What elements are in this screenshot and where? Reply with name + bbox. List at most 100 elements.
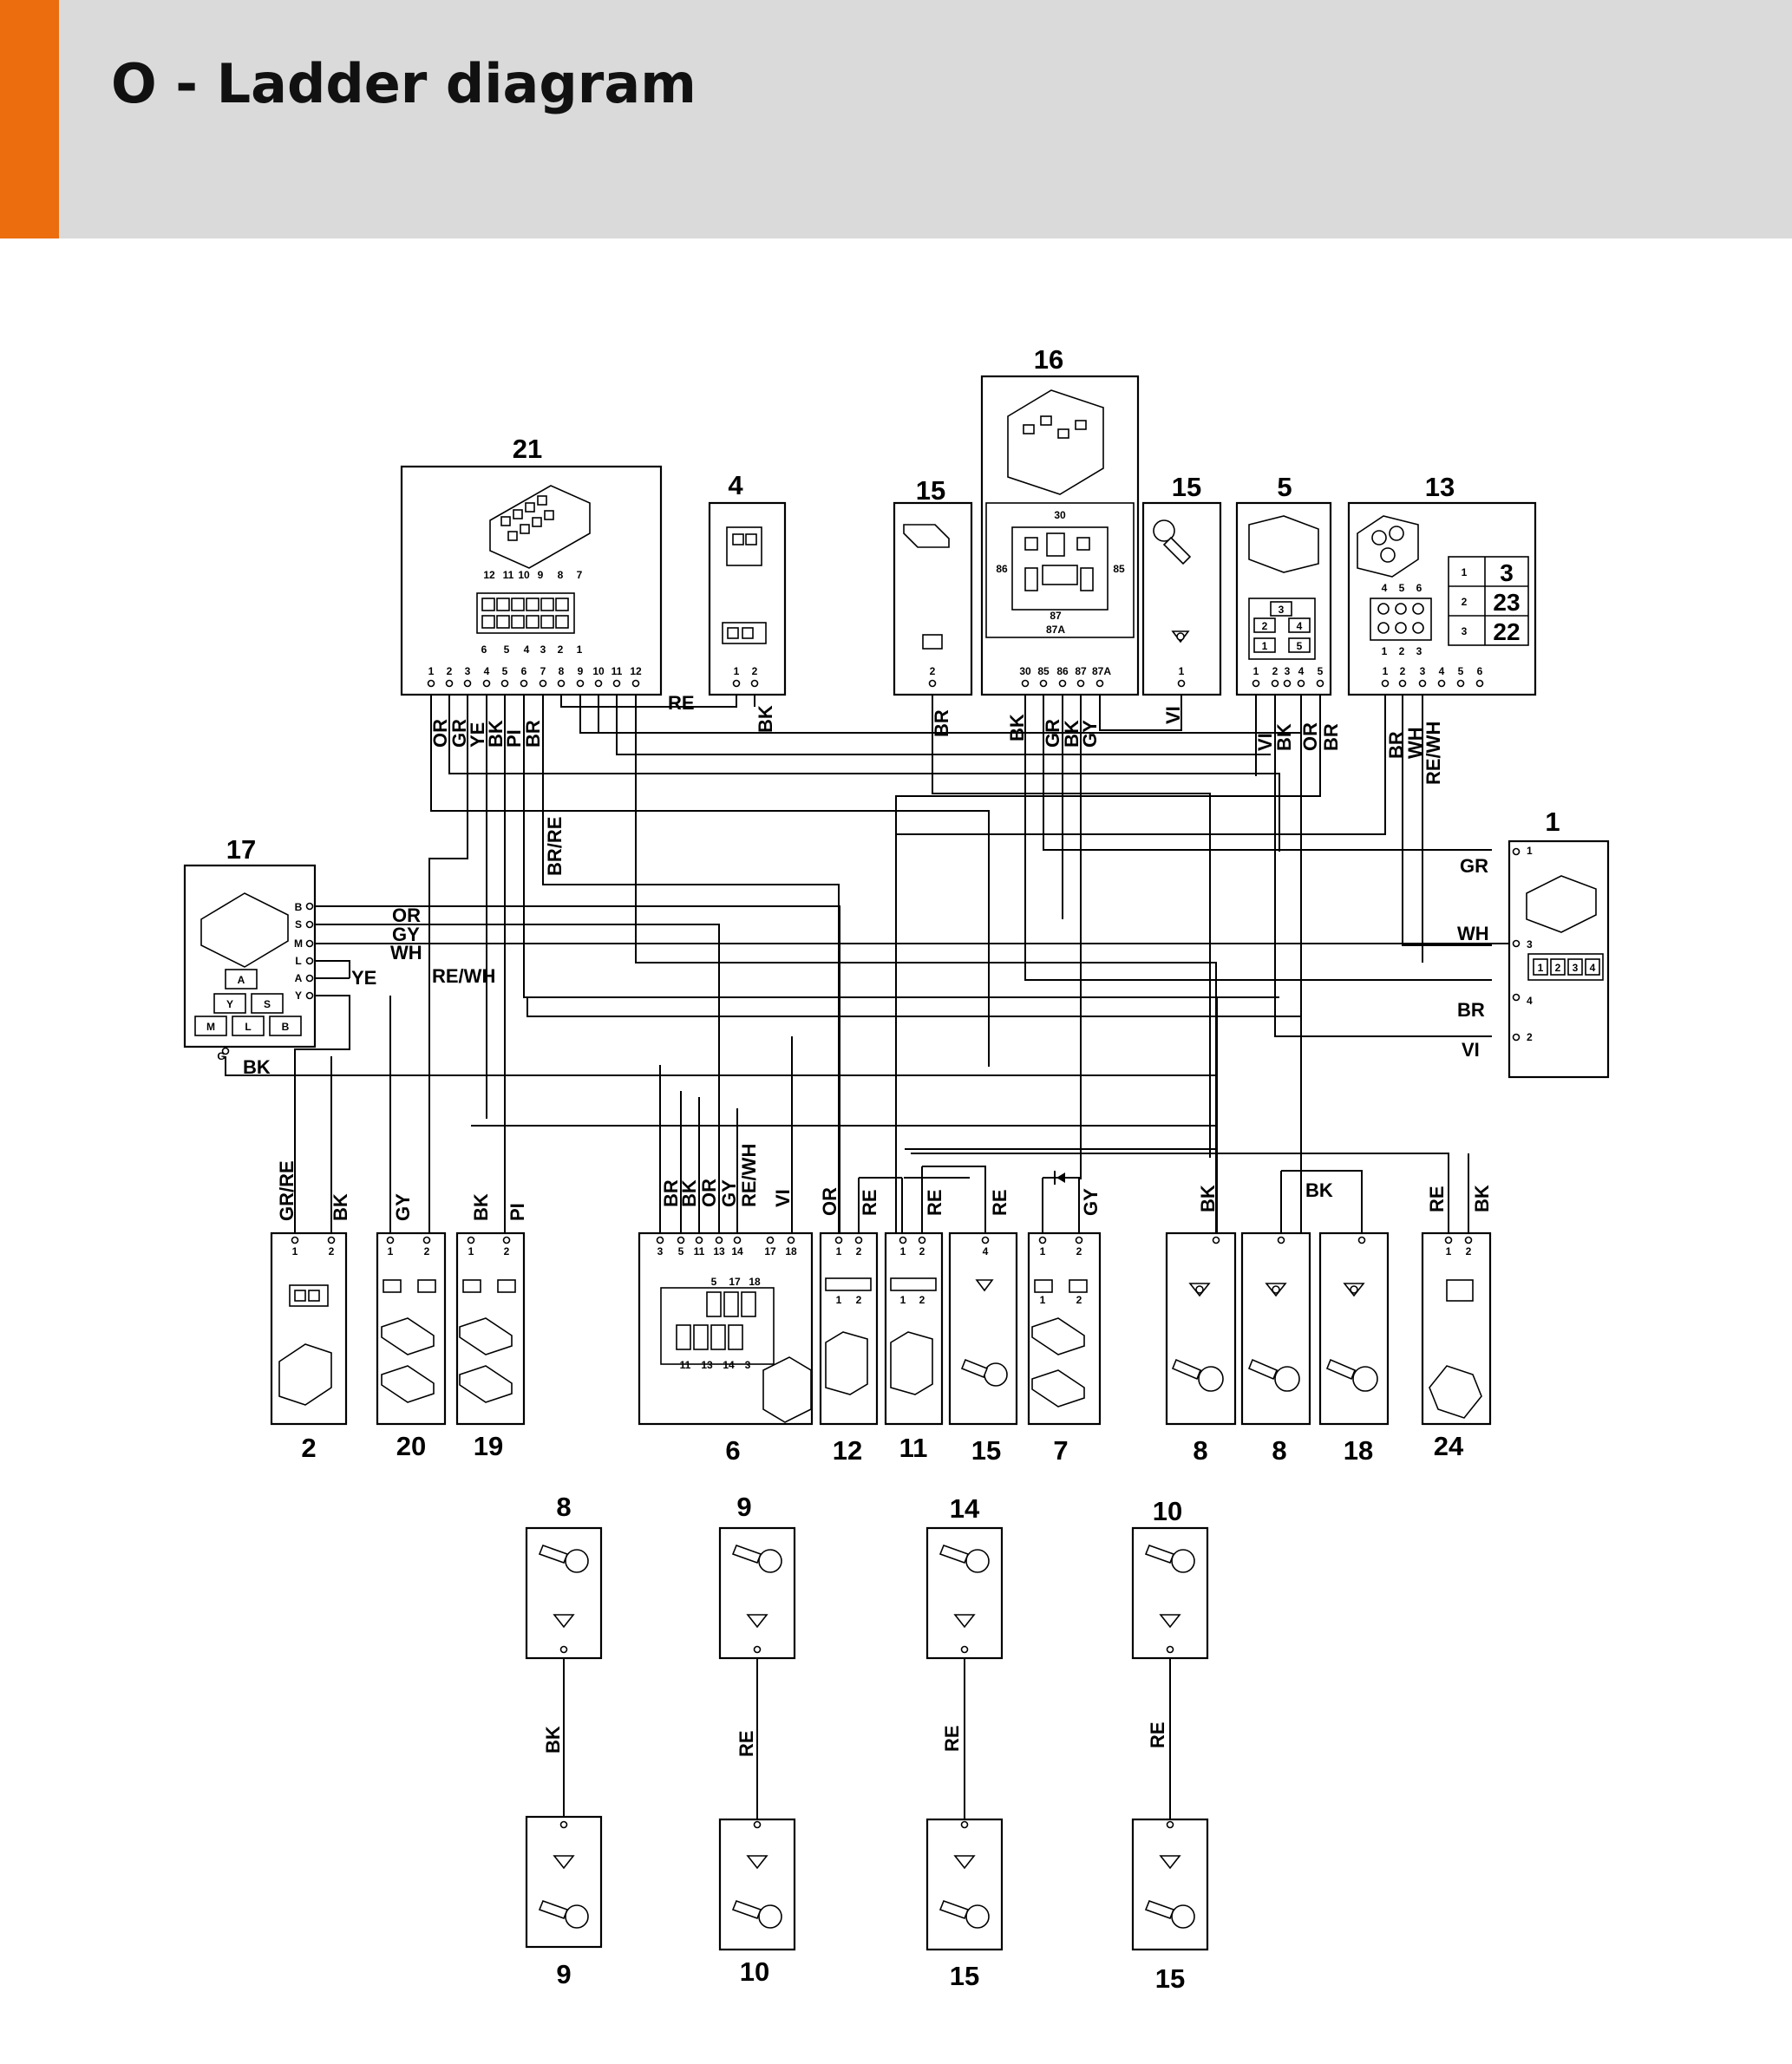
svg-text:2: 2 — [930, 665, 936, 677]
svg-text:15: 15 — [1155, 1963, 1185, 1994]
svg-text:BK: BK — [1006, 714, 1028, 741]
svg-text:WH: WH — [1404, 727, 1426, 759]
svg-text:11: 11 — [694, 1245, 705, 1257]
svg-text:GY: GY — [1079, 720, 1101, 748]
svg-text:S: S — [264, 998, 271, 1010]
svg-text:15: 15 — [1172, 472, 1201, 502]
ground-pair-14-15: 14 15 — [925, 1493, 1004, 1991]
svg-text:86: 86 — [996, 563, 1008, 575]
svg-text:18: 18 — [749, 1276, 761, 1288]
svg-text:5: 5 — [504, 643, 510, 656]
svg-text:RE/WH: RE/WH — [432, 965, 495, 987]
svg-text:85: 85 — [1037, 665, 1050, 677]
component-label: 21 — [513, 434, 542, 464]
svg-text:A: A — [238, 974, 245, 986]
svg-text:GY: GY — [392, 1193, 414, 1221]
component-2: 2 1 2 — [270, 1231, 348, 1463]
connector-icon — [726, 526, 762, 566]
svg-text:BK: BK — [330, 1193, 351, 1221]
svg-text:OR: OR — [392, 905, 421, 926]
svg-text:Y: Y — [226, 998, 233, 1010]
svg-text:2: 2 — [919, 1245, 925, 1257]
svg-text:PI: PI — [503, 729, 525, 748]
wire-labels: OR GR YE BK PI BR BR/RE RE BK BR BK GR B… — [243, 692, 1493, 1757]
svg-text:87: 87 — [1050, 610, 1062, 622]
svg-text:22: 22 — [1493, 618, 1520, 645]
svg-text:4: 4 — [524, 643, 530, 656]
svg-text:OR: OR — [819, 1187, 840, 1216]
svg-text:BK: BK — [243, 1056, 271, 1078]
svg-text:6: 6 — [725, 1435, 740, 1466]
svg-text:1: 1 — [1382, 645, 1388, 657]
svg-text:23: 23 — [1493, 589, 1520, 616]
svg-text:GY: GY — [1080, 1188, 1102, 1216]
svg-text:4: 4 — [1439, 665, 1445, 677]
svg-text:YE: YE — [351, 967, 376, 989]
wiring — [225, 676, 1512, 1825]
svg-text:7: 7 — [577, 569, 583, 581]
svg-text:GR: GR — [1042, 719, 1063, 748]
svg-text:16: 16 — [1034, 344, 1063, 375]
component-15-ring: 15 1 — [1141, 472, 1222, 696]
svg-text:2: 2 — [1399, 645, 1405, 657]
svg-text:VI: VI — [772, 1189, 794, 1207]
component-17: 17 A Y S M L B B S M L A Y G — [183, 834, 317, 1062]
svg-text:WH: WH — [1457, 923, 1489, 944]
svg-text:1: 1 — [1462, 566, 1468, 578]
svg-text:2: 2 — [919, 1294, 925, 1306]
svg-text:2: 2 — [558, 643, 564, 656]
component-24: 24 1 2 — [1421, 1231, 1492, 1461]
svg-text:13: 13 — [701, 1359, 713, 1371]
svg-text:4: 4 — [484, 665, 490, 677]
svg-text:2: 2 — [1462, 596, 1468, 608]
svg-text:BR: BR — [660, 1179, 682, 1207]
component-8-b: 8 — [1240, 1231, 1311, 1466]
svg-text:17: 17 — [226, 834, 256, 865]
svg-text:7: 7 — [540, 665, 546, 677]
svg-text:PI: PI — [507, 1203, 528, 1221]
svg-text:OR: OR — [698, 1179, 720, 1207]
svg-text:3: 3 — [1573, 962, 1579, 974]
terminal-labels: 1 2 3 4 5 6 7 8 9 10 11 12 — [428, 665, 642, 677]
svg-text:10: 10 — [518, 569, 530, 581]
svg-text:12: 12 — [483, 569, 495, 581]
svg-text:11: 11 — [680, 1359, 691, 1371]
svg-text:3: 3 — [1279, 604, 1285, 616]
svg-text:2: 2 — [1076, 1245, 1082, 1257]
component-18: 18 — [1318, 1231, 1390, 1466]
svg-text:2: 2 — [1555, 962, 1561, 974]
svg-text:2: 2 — [301, 1433, 316, 1463]
svg-text:RE/WH: RE/WH — [738, 1144, 760, 1207]
svg-text:2: 2 — [1076, 1294, 1082, 1306]
svg-text:5: 5 — [1297, 640, 1303, 652]
svg-text:8: 8 — [559, 665, 565, 677]
svg-text:BK: BK — [1305, 1179, 1333, 1201]
ring-terminal-icon — [1153, 519, 1192, 565]
svg-text:4: 4 — [1297, 620, 1303, 632]
svg-text:4: 4 — [1527, 995, 1533, 1007]
svg-text:RE: RE — [989, 1189, 1010, 1216]
svg-text:1: 1 — [734, 665, 740, 677]
component-11: 11 1 2 1 2 — [884, 1231, 944, 1463]
svg-text:BK: BK — [1273, 723, 1295, 751]
svg-text:1: 1 — [1545, 807, 1560, 837]
svg-text:3: 3 — [1416, 645, 1422, 657]
svg-text:24: 24 — [1434, 1431, 1464, 1461]
svg-text:M: M — [294, 937, 303, 950]
svg-text:GR: GR — [1460, 855, 1488, 877]
svg-text:BK: BK — [485, 720, 507, 748]
svg-text:BK: BK — [470, 1193, 492, 1221]
svg-text:1: 1 — [577, 643, 583, 656]
svg-text:BK: BK — [1471, 1185, 1493, 1212]
svg-text:87: 87 — [1075, 665, 1087, 677]
svg-text:BR/RE: BR/RE — [544, 817, 566, 876]
svg-text:14: 14 — [950, 1493, 980, 1524]
svg-text:2: 2 — [1262, 620, 1268, 632]
component-15-bottom: 15 4 — [948, 1231, 1018, 1466]
svg-text:B: B — [295, 901, 303, 913]
svg-text:5: 5 — [1318, 665, 1324, 677]
svg-text:10: 10 — [1153, 1496, 1182, 1526]
svg-text:15: 15 — [916, 475, 945, 506]
svg-text:9: 9 — [578, 665, 584, 677]
svg-text:3: 3 — [1462, 625, 1468, 637]
